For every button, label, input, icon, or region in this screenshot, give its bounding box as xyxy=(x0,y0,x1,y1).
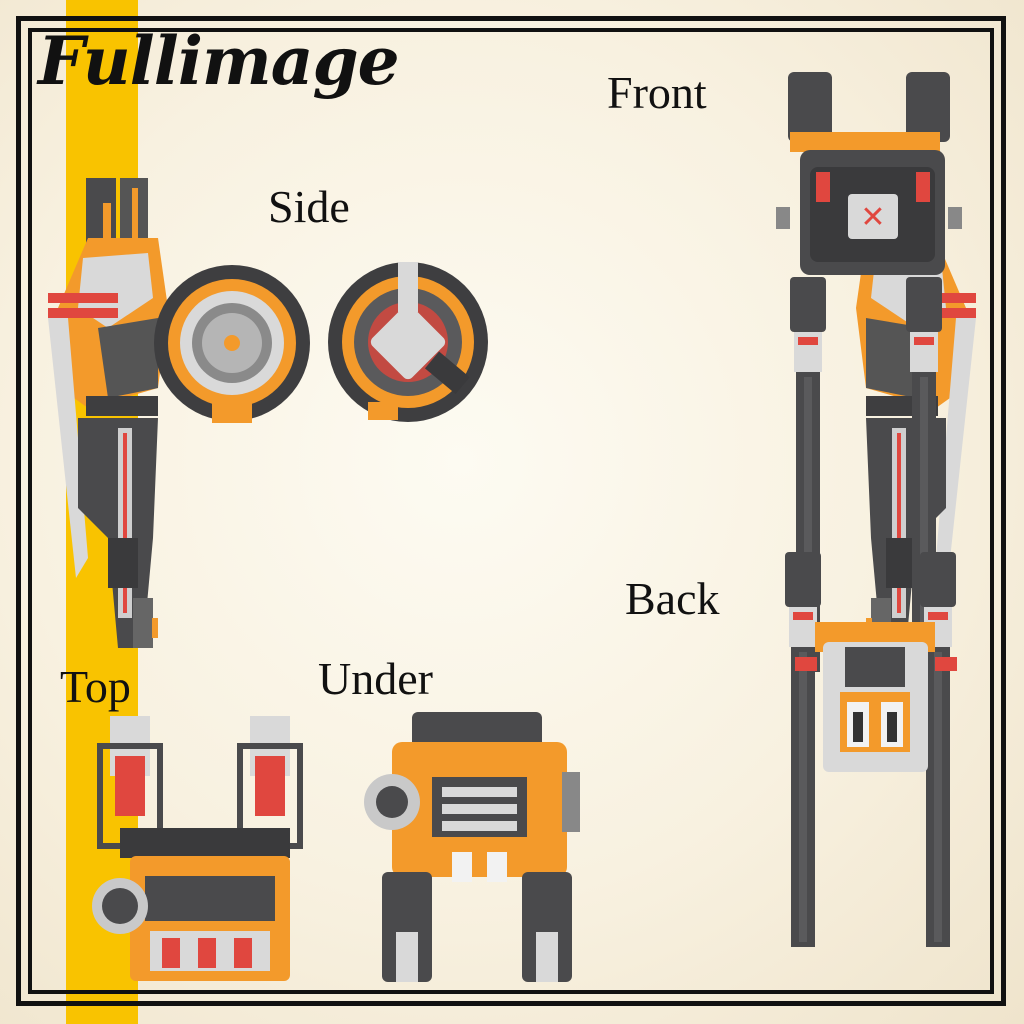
svg-text:✕: ✕ xyxy=(860,200,885,235)
under-view xyxy=(364,712,580,982)
front-view: ✕ xyxy=(776,72,962,672)
side-view-right-drum xyxy=(328,262,488,422)
inner-frame xyxy=(28,28,994,994)
label-side: Side xyxy=(268,181,350,232)
label-back: Back xyxy=(625,573,720,624)
top-view xyxy=(92,716,303,981)
label-top: Top xyxy=(60,661,131,712)
back-view xyxy=(785,552,957,947)
label-under: Under xyxy=(318,653,433,704)
outer-frame xyxy=(16,16,1006,1006)
label-front: Front xyxy=(607,67,707,118)
sheet-title: Fullimage xyxy=(38,22,400,100)
side-view-left-drum xyxy=(154,265,310,423)
side-view-left xyxy=(48,178,168,648)
